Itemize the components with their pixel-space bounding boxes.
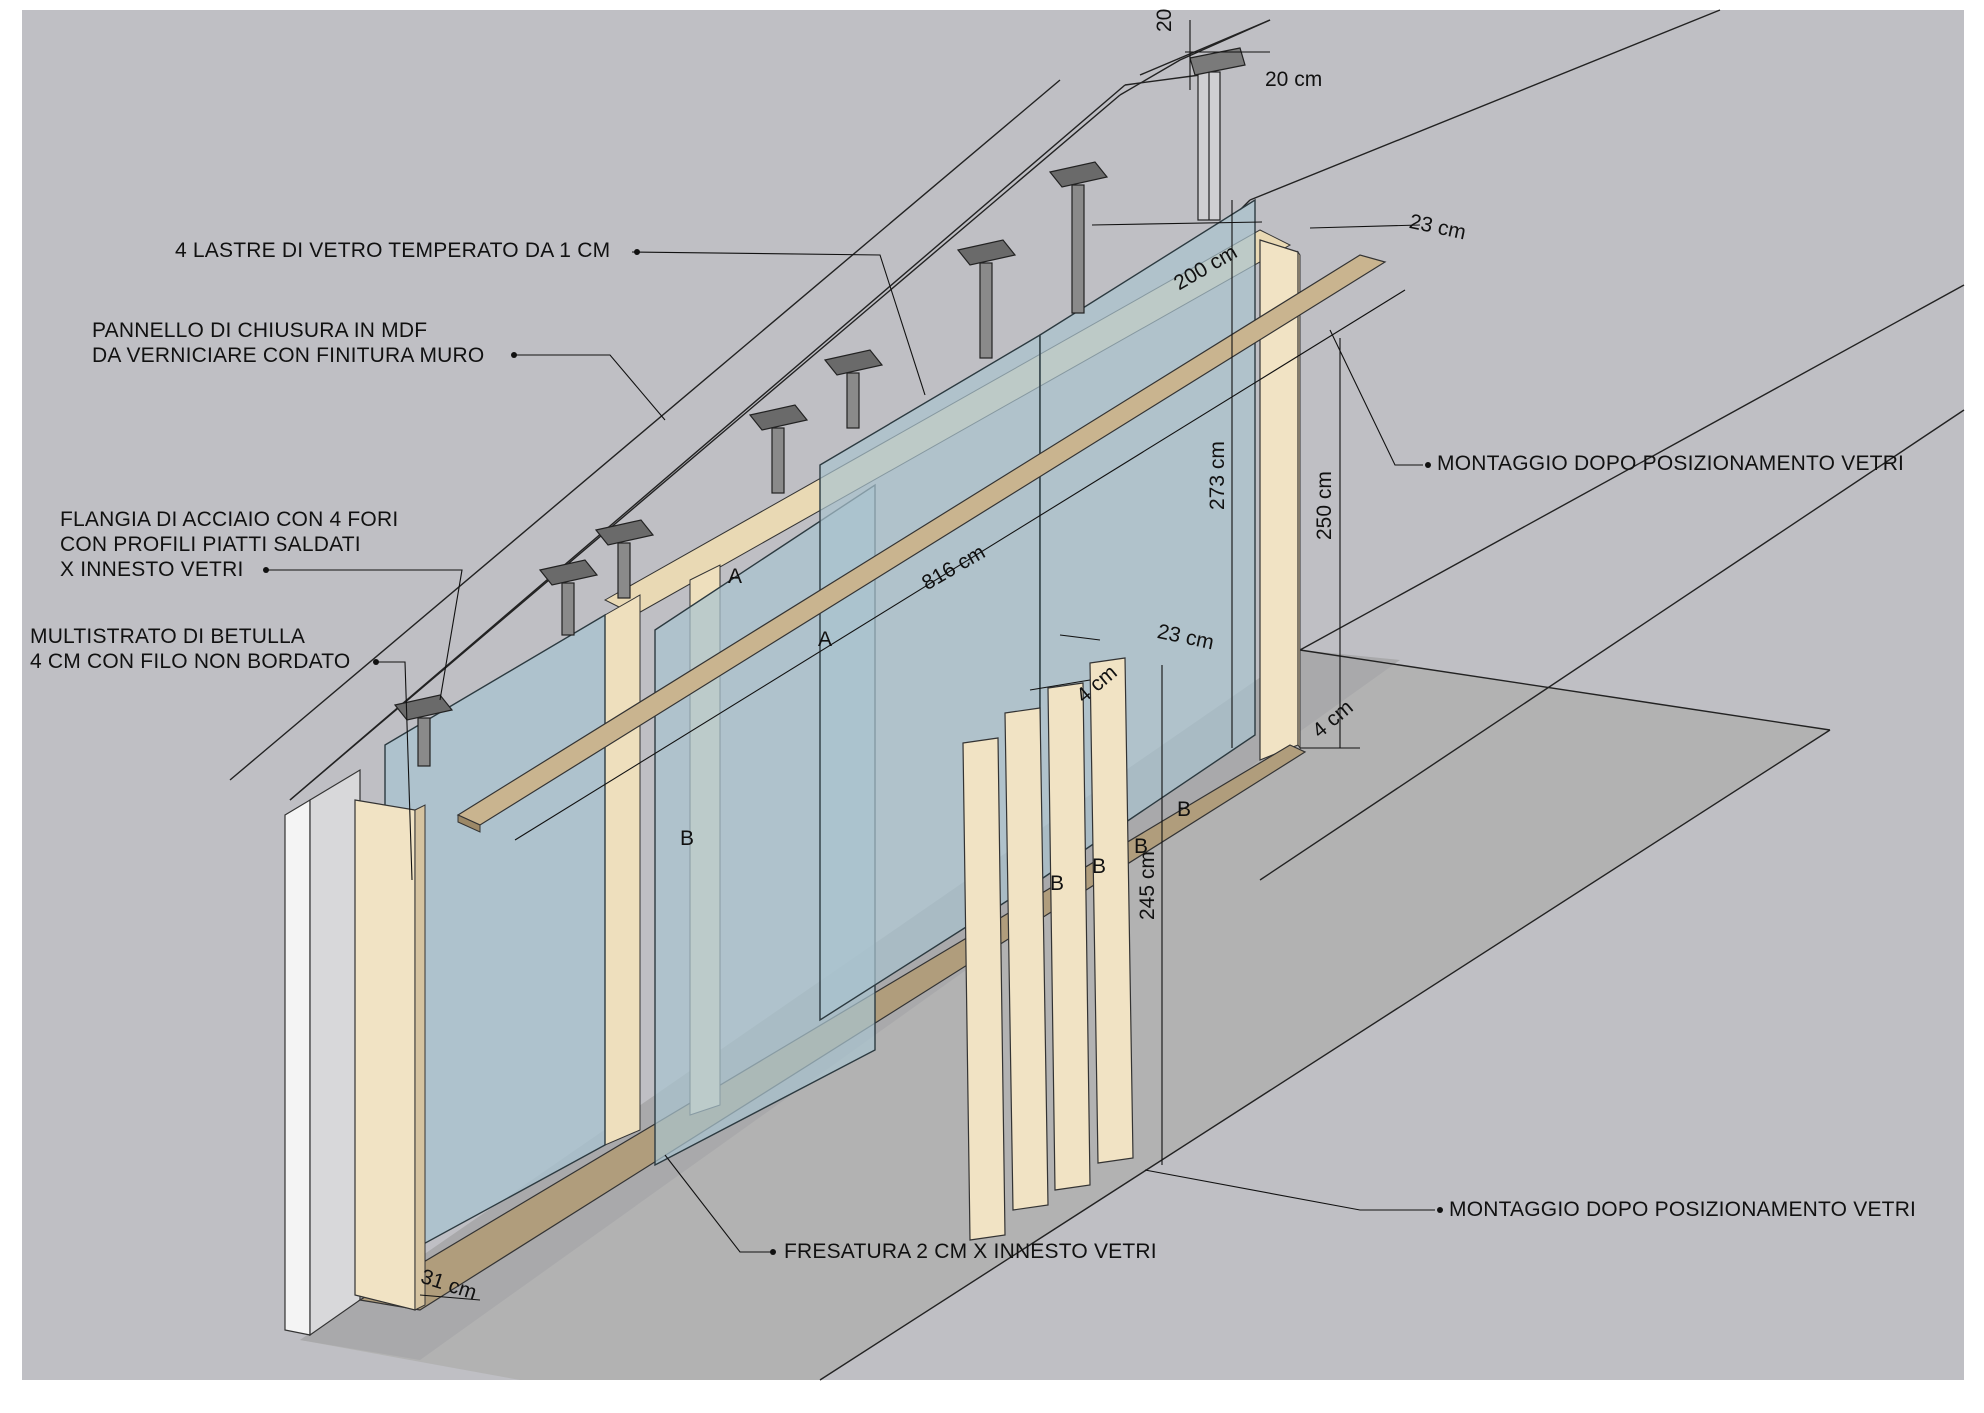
loose-board-1 <box>962 737 1006 1241</box>
flange-2 <box>538 559 599 636</box>
dim-height-250: 250 cm <box>1313 471 1336 540</box>
dim-height-245: 245 cm <box>1136 851 1159 920</box>
top-rail-front <box>457 814 481 833</box>
loose-board-4 <box>1089 657 1134 1164</box>
dim-height-273: 273 cm <box>1206 441 1229 510</box>
ceiling-post <box>1189 47 1246 221</box>
part-tag-b3: B <box>1092 855 1107 878</box>
roof-lines <box>229 9 1965 1381</box>
part-tag-b2: B <box>1050 872 1065 895</box>
label-milling: FRESATURA 2 CM X INNESTO VETRI <box>784 1240 1157 1263</box>
part-tag-b5: B <box>1177 798 1192 821</box>
label-flange-line3: X INNESTO VETRI <box>60 558 244 581</box>
label-birch-line1: MULTISTRATO DI BETULLA <box>30 625 306 648</box>
flange-3 <box>594 519 655 599</box>
end-wall <box>284 798 311 1336</box>
flange-6 <box>956 239 1017 359</box>
dim-top-20-horizontal: 20 cm <box>1265 68 1323 91</box>
leader-dots <box>263 249 1443 1255</box>
part-tag-b4: B <box>1134 835 1149 858</box>
leader-lines <box>266 251 1435 1253</box>
flange-7 <box>1048 161 1109 314</box>
left-birch-panel-side <box>414 804 426 1311</box>
flange-5 <box>823 349 884 429</box>
part-tag-b1: B <box>680 827 695 850</box>
label-mdf-line1: PANNELLO DI CHIUSURA IN MDF <box>92 319 428 342</box>
loose-board-2 <box>1004 707 1049 1211</box>
flange-1 <box>393 694 454 767</box>
label-flange-line1: FLANGIA DI ACCIAIO CON 4 FORI <box>60 508 399 531</box>
flange-4 <box>748 404 809 494</box>
right-birch-panel-front <box>1297 250 1301 750</box>
part-tag-a1: A <box>728 565 743 588</box>
end-wall-side <box>309 768 361 1337</box>
label-birch-line2: 4 CM CON FILO NON BORDATO <box>30 650 351 673</box>
loose-board-3 <box>1047 682 1091 1191</box>
left-birch-panel <box>354 799 416 1311</box>
label-mdf-line2: DA VERNICIARE CON FINITURA MURO <box>92 344 485 367</box>
dimension-lines <box>419 20 1421 1301</box>
label-glass: 4 LASTRE DI VETRO TEMPERATO DA 1 CM <box>175 239 611 262</box>
dim-top-20-vertical: 20 <box>1153 8 1176 32</box>
loose-boards <box>962 657 1134 1241</box>
label-mount-top: MONTAGGIO DOPO POSIZIONAMENTO VETRI <box>1437 452 1905 475</box>
label-mount-bottom: MONTAGGIO DOPO POSIZIONAMENTO VETRI <box>1449 1198 1917 1221</box>
part-tag-a2: A <box>818 628 833 651</box>
label-flange-line2: CON PROFILI PIATTI SALDATI <box>60 533 361 556</box>
steel-flanges <box>393 161 1109 767</box>
